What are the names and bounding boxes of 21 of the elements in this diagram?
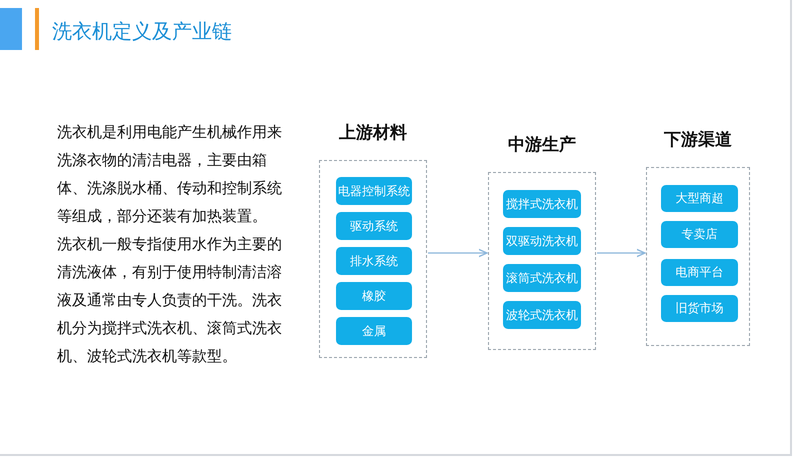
paragraph: 洗衣机一般专指使用水作为主要的清洗液体，有别于使用特制清洁溶液及通常由专人负责的干洗。洗衣机分为搅拌式洗衣机、滚筒式洗衣机、波轮式洗衣机等款型。: [57, 234, 283, 367]
item-box: 搅拌式洗衣机: [503, 190, 581, 218]
arrow: [597, 248, 646, 258]
paragraph: 洗衣机是利用电能产生机械作用来洗涤衣物的清洁电器，主要由箱体、洗涤脱水桶、传动和控制系统等组成，部分还装有加热装置。: [57, 122, 283, 227]
arrow: [428, 248, 488, 258]
item-box: 旧货市场: [661, 295, 738, 322]
column-heading: 下游渠道: [663, 129, 733, 151]
item-box: 双驱动洗衣机: [503, 227, 581, 255]
item-box: 电商平台: [661, 259, 738, 286]
item-box: 电器控制系统: [336, 177, 412, 205]
item-box: 橡胶: [336, 282, 412, 310]
item-box: 排水系统: [336, 247, 412, 275]
item-box: 驱动系统: [336, 212, 412, 240]
item-box: 滚筒式洗衣机: [503, 264, 581, 292]
title: 洗衣机定义及产业链: [52, 18, 232, 45]
item-box: 大型商超: [661, 185, 738, 212]
item-box: 专卖店: [661, 221, 738, 248]
column-heading: 中游生产: [507, 134, 577, 156]
column-heading: 上游材料: [338, 122, 408, 144]
item-box: 波轮式洗衣机: [503, 301, 581, 329]
item-box: 金属: [336, 317, 412, 345]
